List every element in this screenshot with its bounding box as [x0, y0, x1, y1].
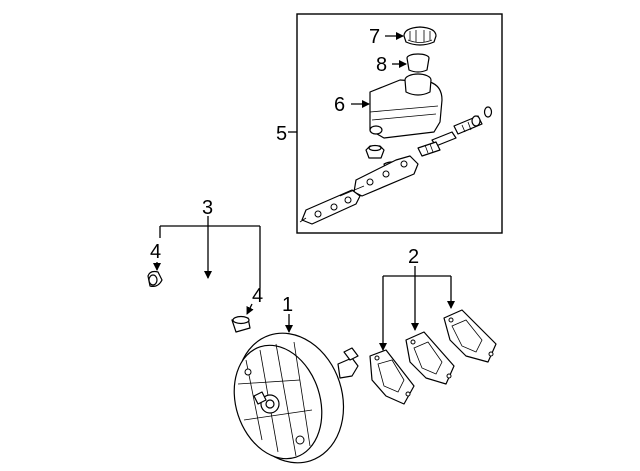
booster-gasket[interactable] [443, 309, 497, 363]
master-cylinder-box [296, 13, 503, 234]
master-cylinder-seals [417, 106, 493, 157]
hose-clamp-left[interactable] [147, 270, 163, 287]
callout-hose: 3 [202, 197, 213, 219]
master-cylinder-body[interactable] [299, 155, 419, 225]
callout-reservoir: 6 [334, 94, 345, 116]
callout-strainer: 8 [376, 54, 387, 76]
booster-gasket[interactable] [405, 331, 455, 385]
booster-gasket[interactable] [369, 349, 415, 405]
callout-clamp-left: 4 [150, 241, 161, 263]
vacuum-hose[interactable] [153, 279, 245, 321]
callout-gaskets: 2 [408, 246, 419, 268]
leader-lines [153, 32, 455, 351]
callout-booster: 1 [282, 294, 293, 316]
brake-booster[interactable] [220, 319, 360, 471]
callout-master-cylinder: 5 [276, 123, 287, 145]
hose-clamp-right[interactable] [231, 315, 251, 333]
reservoir-strainer[interactable] [406, 53, 430, 73]
callout-clamp-right: 4 [252, 285, 263, 307]
reservoir-cap[interactable] [403, 26, 437, 46]
callout-cap: 7 [369, 26, 380, 48]
fluid-reservoir[interactable] [369, 73, 443, 139]
